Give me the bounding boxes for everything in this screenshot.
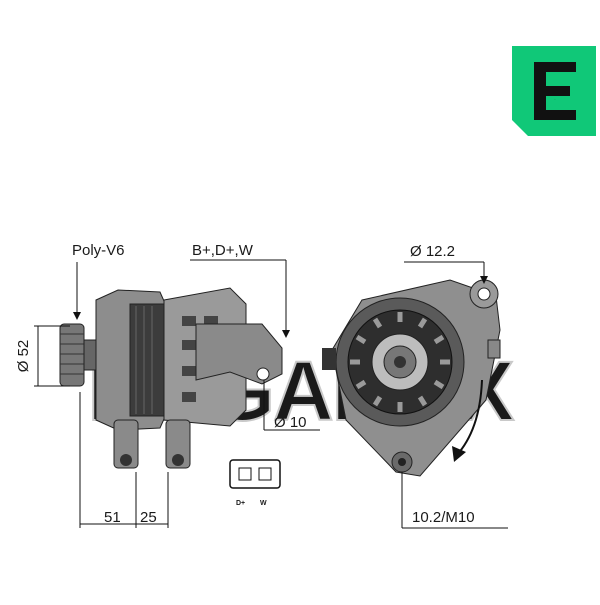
connector-plug <box>229 459 281 489</box>
thread-label: 10.2/M10 <box>412 509 475 526</box>
belt-label: Poly-V6 <box>72 242 125 259</box>
terminals-label: B+,D+,W <box>192 242 254 259</box>
bolt-diameter-label: Ø 12.2 <box>410 243 455 260</box>
pulley-diameter-label: Ø 52 <box>15 340 32 373</box>
logo-letter: E <box>555 99 556 101</box>
alternator-side-view <box>59 287 283 469</box>
mount-diameter-label: Ø 10 <box>274 414 307 431</box>
alternator-front-view <box>322 279 501 477</box>
brand-logo: E <box>512 46 596 136</box>
dimension-lines-side <box>34 259 320 528</box>
offset-1-label: 51 <box>104 509 121 526</box>
pulley <box>59 323 97 387</box>
dimension-lines-front <box>401 261 508 529</box>
pin-w-label: W <box>260 500 267 507</box>
offset-2-label: 25 <box>140 509 157 526</box>
pin-dplus-label: D+ <box>236 500 245 507</box>
